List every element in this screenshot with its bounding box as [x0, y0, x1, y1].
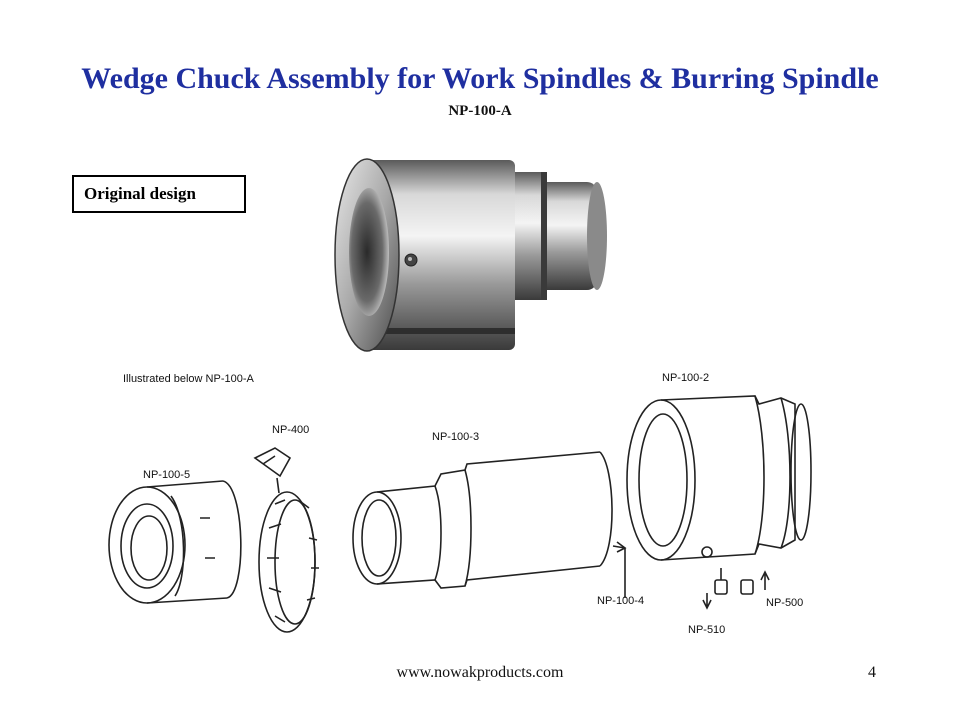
label-np-100-2: NP-100-2: [662, 372, 710, 384]
chuck-photo: [334, 158, 607, 352]
footer-url: www.nowakproducts.com: [396, 664, 564, 681]
np-100-3-part: [352, 451, 613, 589]
label-np-100-4: NP-100-4: [597, 595, 645, 607]
np-100-2-part: [626, 395, 812, 561]
label-np-510: NP-510: [688, 624, 726, 636]
segmented-ring-part: [258, 491, 319, 633]
label-np-100-5: NP-100-5: [143, 469, 191, 481]
slide-title: Wedge Chuck Assembly for Work Spindles &…: [81, 62, 879, 95]
slide-subtitle: NP-100-A: [448, 103, 512, 119]
np-400-part: [253, 447, 292, 494]
drawing-caption: Illustrated below NP-100-A: [123, 373, 254, 385]
page-number: 4: [868, 664, 876, 681]
screw-parts: [702, 568, 770, 610]
np-100-5-part: [108, 480, 242, 604]
label-np-400: NP-400: [272, 424, 310, 436]
label-np-100-3: NP-100-3: [432, 431, 480, 443]
label-np-500: NP-500: [766, 597, 804, 609]
exploded-drawing: [108, 395, 812, 633]
original-design-text: Original design: [84, 184, 196, 203]
original-design-label: Original design: [72, 175, 246, 213]
